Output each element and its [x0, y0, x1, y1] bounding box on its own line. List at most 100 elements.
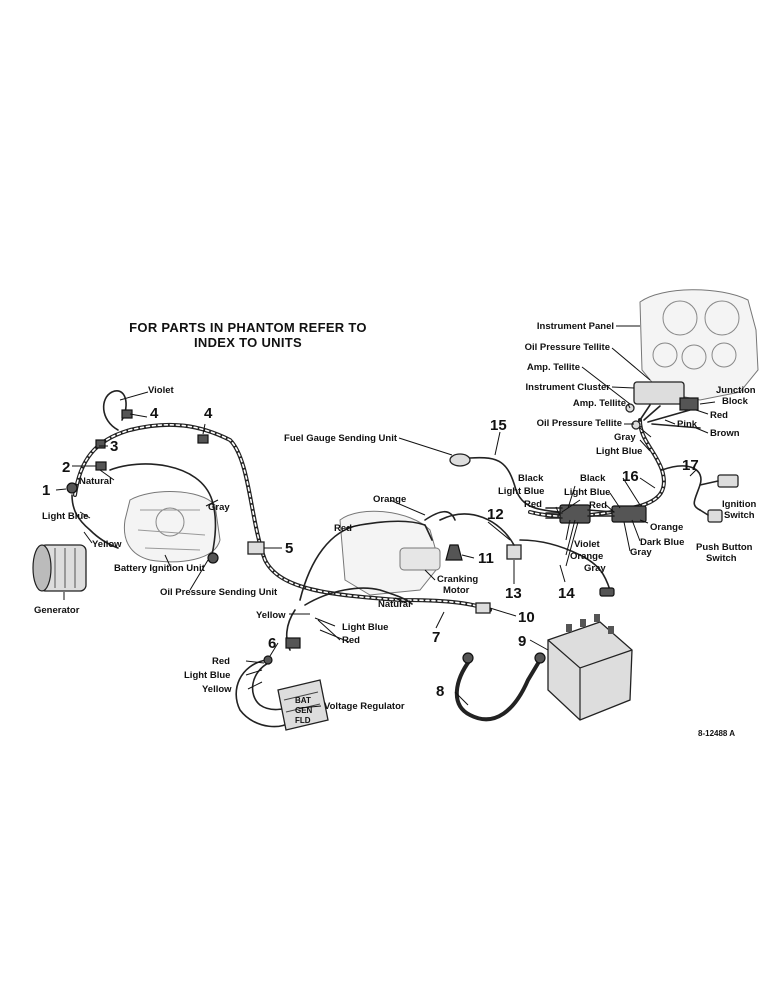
battery-cable-8-graphic [454, 658, 542, 722]
wire-light-blue-center: Light Blue [342, 622, 388, 633]
wire-dark-blue-right: Dark Blue [640, 537, 684, 548]
wire-red-center-low: Red [342, 635, 360, 646]
wire-red-reg: Red [212, 656, 230, 667]
clip-13-graphic [506, 544, 522, 560]
callout-1: 1 [42, 482, 50, 499]
wire-violet-top: Violet [148, 385, 175, 396]
label-oil-pressure-tellite-lower: Oil Pressure Tellite [537, 418, 622, 429]
callout-2: 2 [62, 459, 70, 476]
callout-3: 3 [110, 438, 118, 455]
connector-16-graphic [611, 505, 647, 523]
wire-violet-mid: Violet [574, 539, 601, 550]
ignition-switch-graphic [717, 474, 739, 488]
wire-black-right: Black [580, 473, 606, 484]
clip-3-graphic [95, 439, 106, 449]
label-fuel-gauge-sending-unit: Fuel Gauge Sending Unit [284, 433, 398, 444]
label-oil-pressure-tellite-top: Oil Pressure Tellite [525, 342, 610, 353]
wire-natural-center: Natural [378, 599, 411, 610]
oil-tellite-graphic [631, 420, 641, 430]
grommet-5-graphic [247, 541, 265, 555]
callout-8: 8 [436, 683, 444, 700]
callout-17: 17 [682, 457, 699, 474]
label-junction-2: Block [722, 396, 749, 407]
wire-light-blue-junction: Light Blue [596, 446, 642, 457]
label-ignition-2: Switch [724, 510, 755, 521]
wire-black-mid: Black [518, 473, 544, 484]
wire-14-graphic [519, 539, 611, 591]
reg-terminal-1: BAT [295, 696, 311, 705]
wire-gray-mid: Gray [584, 563, 606, 574]
figure-code: 8-12488 A [698, 729, 735, 738]
clip-1-graphic [66, 482, 78, 494]
wire-light-blue-right: Light Blue [564, 487, 610, 498]
clip-2-graphic [95, 461, 107, 471]
violet-loop-graphic [102, 390, 127, 431]
orange-wire-graphic [424, 510, 456, 521]
label-oil-pressure-sending-unit: Oil Pressure Sending Unit [160, 587, 278, 598]
generator-graphic [32, 544, 87, 592]
wire-orange-center: Orange [373, 494, 406, 505]
callout-10: 10 [518, 609, 535, 626]
label-push-button-1: Push Button [696, 542, 753, 553]
label-amp-tellite-top: Amp. Tellite [527, 362, 580, 373]
label-battery-ignition-unit: Battery Ignition Unit [114, 563, 206, 574]
label-ignition-1: Ignition [722, 499, 756, 510]
reg-terminal-3: FLD [295, 716, 311, 725]
wire-gray-left: Gray [208, 502, 230, 513]
wire-red-right: Red [589, 500, 607, 511]
cranking-motor-graphic [339, 510, 441, 596]
callout-6: 6 [268, 635, 276, 652]
voltage-regulator-graphic [277, 679, 329, 731]
generator-wires-graphic [71, 494, 119, 549]
wire-yellow-reg: Yellow [202, 684, 232, 695]
instrument-panel-graphic [639, 289, 759, 401]
label-voltage-regulator: Voltage Regulator [324, 701, 405, 712]
callout-4b: 4 [204, 405, 213, 422]
wire-light-blue-left: Light Blue [42, 511, 88, 522]
wire-gray-junction: Gray [614, 432, 636, 443]
label-junction-1: Junction [716, 385, 756, 396]
wire-red-center: Red [334, 523, 352, 534]
reg-terminal-2: GEN [295, 706, 313, 715]
wire-orange-right: Orange [650, 522, 683, 533]
clip-6-graphic [263, 655, 273, 665]
wire-light-blue-reg: Light Blue [184, 670, 230, 681]
callout-9: 9 [518, 633, 526, 650]
callout-15: 15 [490, 417, 507, 434]
callout-12: 12 [487, 506, 504, 523]
part-11-graphic [445, 544, 463, 561]
title-line-1: FOR PARTS IN PHANTOM REFER TO [129, 320, 367, 335]
label-instrument-cluster: Instrument Cluster [526, 382, 611, 393]
wire-red-mid: Red [524, 499, 542, 510]
callout-4a: 4 [150, 405, 159, 422]
label-instrument-panel: Instrument Panel [537, 321, 614, 332]
clip-10-graphic [475, 602, 491, 614]
connector-reg-graphic [285, 637, 301, 649]
label-generator: Generator [34, 605, 80, 616]
harness-12-graphic [439, 513, 515, 546]
wire-natural-left: Natural [79, 476, 112, 487]
callout-13: 13 [505, 585, 522, 602]
wire-gray-right: Gray [630, 547, 652, 558]
callout-5: 5 [285, 540, 293, 557]
natural-wire-graphic [304, 587, 413, 606]
wire-15-graphic [469, 456, 561, 513]
callout-16: 16 [622, 468, 639, 485]
battery-ignition-unit-graphic [123, 491, 221, 563]
gray-wire-graphic [109, 463, 217, 556]
junction-block-graphic [679, 397, 699, 411]
wire-red-junction: Red [710, 410, 728, 421]
label-cranking-1: Cranking [437, 574, 478, 585]
callout-11: 11 [478, 550, 494, 567]
wire-light-blue-mid: Light Blue [498, 486, 544, 497]
wire-yellow-left: Yellow [92, 539, 122, 550]
label-push-button-2: Switch [706, 553, 737, 564]
wire-orange-mid: Orange [570, 551, 603, 562]
callout-7: 7 [432, 629, 440, 646]
label-cranking-2: Motor [443, 585, 470, 596]
push-button-switch-graphic [707, 509, 723, 523]
label-amp-tellite-lower: Amp. Tellite [573, 398, 626, 409]
wire-brown-junction: Brown [710, 428, 740, 439]
instrument-cluster-graphic [633, 381, 685, 405]
